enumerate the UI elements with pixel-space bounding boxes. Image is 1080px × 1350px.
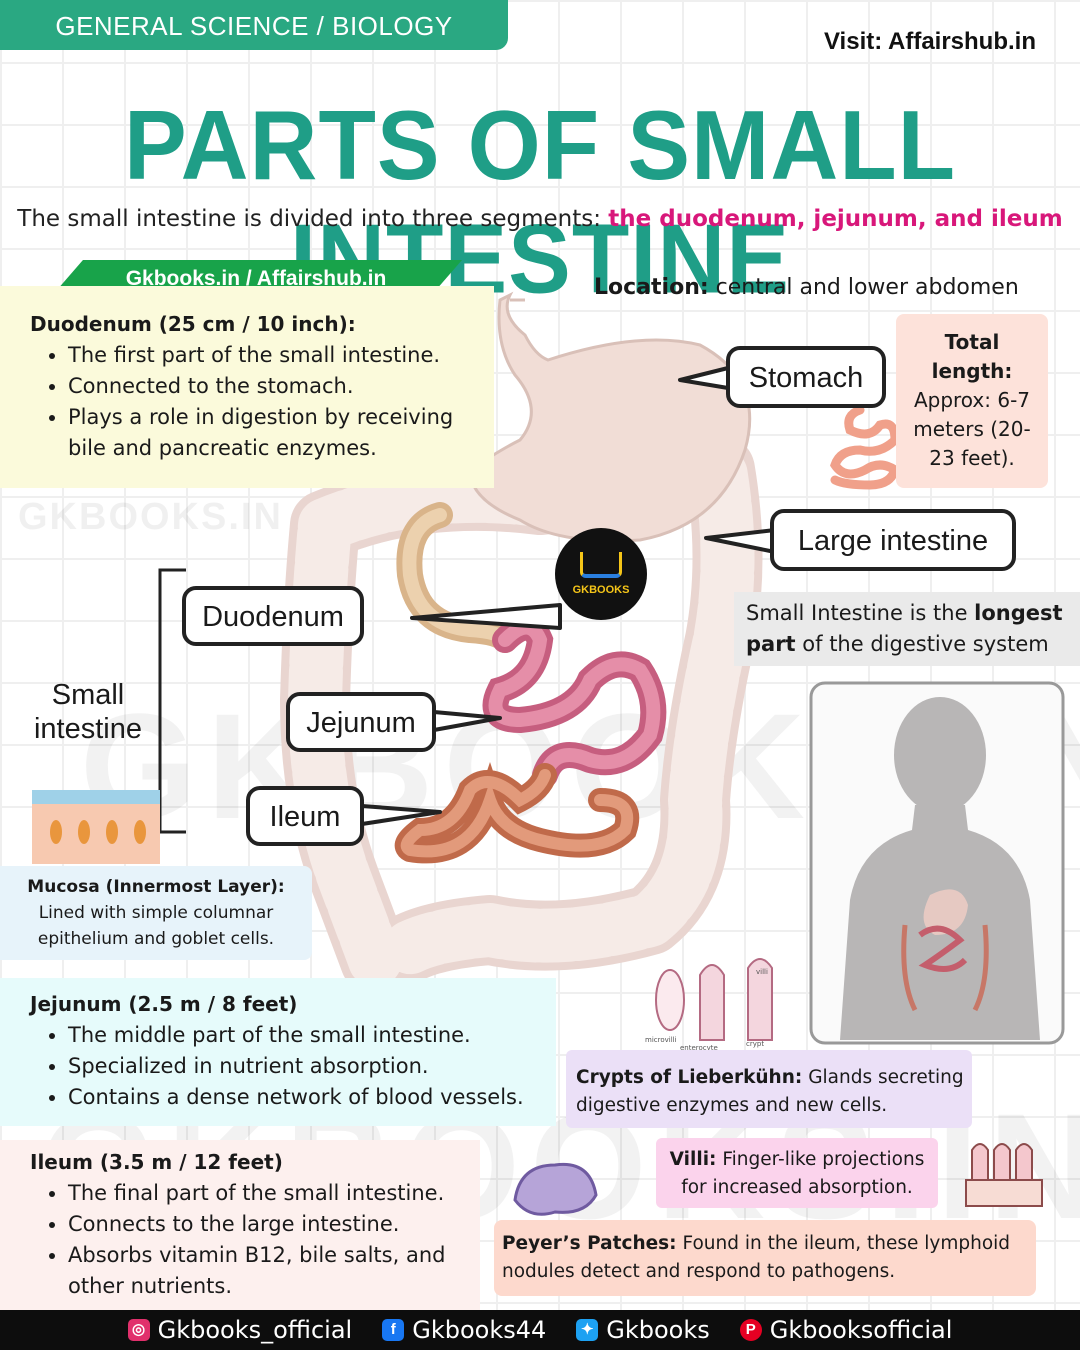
jejunum-heading: Jejunum (2.5 m / 8 feet) bbox=[30, 992, 298, 1016]
social-label: Gkbooks_official bbox=[157, 1316, 353, 1344]
location: Location: central and lower abdomen bbox=[594, 275, 1019, 300]
peyers-patch-icon bbox=[513, 1162, 598, 1216]
small-intestine-label: Small intestine bbox=[33, 679, 142, 745]
peyer-text: Found in the ileum, these lymphoid nodul… bbox=[502, 1233, 1011, 1282]
mucosa-label: Mucosa (Innermost Layer): bbox=[27, 877, 285, 897]
longest-prefix: Small Intestine is the bbox=[746, 601, 975, 625]
subtitle-prefix: The small intestine is divided into thre… bbox=[17, 206, 609, 232]
coiled-intestine-icon bbox=[830, 405, 901, 490]
callout-large-intestine: Large intestine bbox=[770, 509, 1016, 571]
villi-diagram-label: microvilli bbox=[645, 1036, 677, 1044]
duodenum-info: Duodenum (25 cm / 10 inch): The first pa… bbox=[0, 286, 494, 488]
category-banner: GENERAL SCIENCE / BIOLOGY bbox=[0, 0, 508, 50]
villi-diagram-label: enterocyte bbox=[680, 1044, 718, 1052]
callout-ileum: Ileum bbox=[246, 786, 364, 846]
crypts-label: Crypts of Lieberkühn: bbox=[576, 1067, 803, 1088]
social-label: Gkbooks44 bbox=[412, 1316, 547, 1344]
peyers-patches-box: Peyer’s Patches: Found in the ileum, the… bbox=[494, 1220, 1036, 1296]
logo-text: GKBOOKS bbox=[572, 584, 630, 596]
mucosa-box: Mucosa (Innermost Layer): Lined with sim… bbox=[0, 866, 312, 960]
jejunum-point: Specialized in nutrient absorption. bbox=[68, 1051, 536, 1082]
duodenum-point: Plays a role in digestion by receiving b… bbox=[68, 402, 474, 464]
social-twitter[interactable]: ✦ Gkbooks bbox=[576, 1316, 710, 1344]
villi-text: Finger-like projections for increased ab… bbox=[681, 1149, 925, 1198]
instagram-icon: ◎ bbox=[127, 1319, 150, 1341]
duodenum-heading: Duodenum (25 cm / 10 inch): bbox=[30, 312, 356, 336]
stomach-shape bbox=[468, 291, 752, 543]
duodenum-point: Connected to the stomach. bbox=[68, 371, 474, 402]
villi-sketch-icon bbox=[655, 958, 773, 1041]
villi-diagram-label: crypt bbox=[746, 1040, 765, 1048]
longest-bold: longest part bbox=[746, 601, 1063, 656]
social-pinterest[interactable]: P Gkbooksofficial bbox=[739, 1316, 953, 1344]
crypts-box: Crypts of Lieberkühn: Glands secreting d… bbox=[566, 1050, 972, 1128]
facebook-icon: f bbox=[382, 1319, 405, 1341]
villi-box: Villi: Finger-like projections for incre… bbox=[656, 1138, 938, 1208]
villi-diagram-label: villi bbox=[756, 968, 768, 976]
longest-suffix: of the digestive system bbox=[795, 632, 1049, 656]
subtitle-highlight: the duodenum, jejunum, and ileum bbox=[608, 206, 1063, 232]
callout-jejunum: Jejunum bbox=[286, 692, 436, 752]
social-label: Gkbooksofficial bbox=[769, 1316, 953, 1344]
ileum-heading: Ileum (3.5 m / 12 feet) bbox=[30, 1150, 283, 1174]
book-icon bbox=[580, 552, 622, 578]
jejunum-point: The middle part of the small intestine. bbox=[68, 1020, 536, 1051]
ileum-point: Absorbs vitamin B12, bile salts, and oth… bbox=[68, 1240, 464, 1302]
total-length-text: Approx: 6-7 meters (20-23 feet). bbox=[913, 388, 1031, 470]
callout-stomach: Stomach bbox=[726, 346, 886, 408]
jejunum-point: Contains a dense network of blood vessel… bbox=[68, 1082, 536, 1113]
ileum-point: The final part of the small intestine. bbox=[68, 1178, 464, 1209]
small-intestine-bracket bbox=[158, 568, 186, 834]
watermark-small: GKBOOKS.IN bbox=[18, 496, 283, 538]
social-facebook[interactable]: f Gkbooks44 bbox=[382, 1316, 546, 1344]
location-label: Location: bbox=[594, 275, 709, 300]
peyer-label: Peyer’s Patches: bbox=[502, 1233, 677, 1254]
social-label: Gkbooks bbox=[606, 1316, 710, 1344]
callout-duodenum: Duodenum bbox=[182, 586, 364, 646]
social-instagram[interactable]: ◎ Gkbooks_official bbox=[127, 1316, 353, 1344]
mucosa-text: Lined with simple columnar epithelium an… bbox=[37, 903, 275, 949]
villi-fingers-icon bbox=[965, 1143, 1043, 1207]
visit-link[interactable]: Visit: Affairshub.in bbox=[823, 28, 1036, 55]
subtitle: The small intestine is divided into thre… bbox=[0, 206, 1080, 232]
duodenum-point: The first part of the small intestine. bbox=[68, 340, 474, 371]
villi-label: Villi: bbox=[669, 1149, 717, 1170]
mucosa-cells-icon bbox=[32, 790, 160, 864]
ileum-info: Ileum (3.5 m / 12 feet) The final part o… bbox=[0, 1140, 480, 1310]
location-text: central and lower abdomen bbox=[708, 275, 1019, 300]
pinterest-icon: P bbox=[739, 1319, 762, 1341]
crypts-text: Glands secreting digestive enzymes and n… bbox=[576, 1067, 964, 1116]
total-length-label: Total length: bbox=[931, 330, 1013, 383]
ileum-point: Connects to the large intestine. bbox=[68, 1209, 464, 1240]
gkbooks-logo: GKBOOKS bbox=[555, 528, 647, 620]
twitter-icon: ✦ bbox=[576, 1319, 599, 1341]
jejunum-info: Jejunum (2.5 m / 8 feet) The middle part… bbox=[0, 978, 556, 1126]
longest-fact: Small Intestine is the longest part of t… bbox=[734, 592, 1080, 666]
total-length-box: Total length: Approx: 6-7 meters (20-23 … bbox=[896, 314, 1048, 488]
